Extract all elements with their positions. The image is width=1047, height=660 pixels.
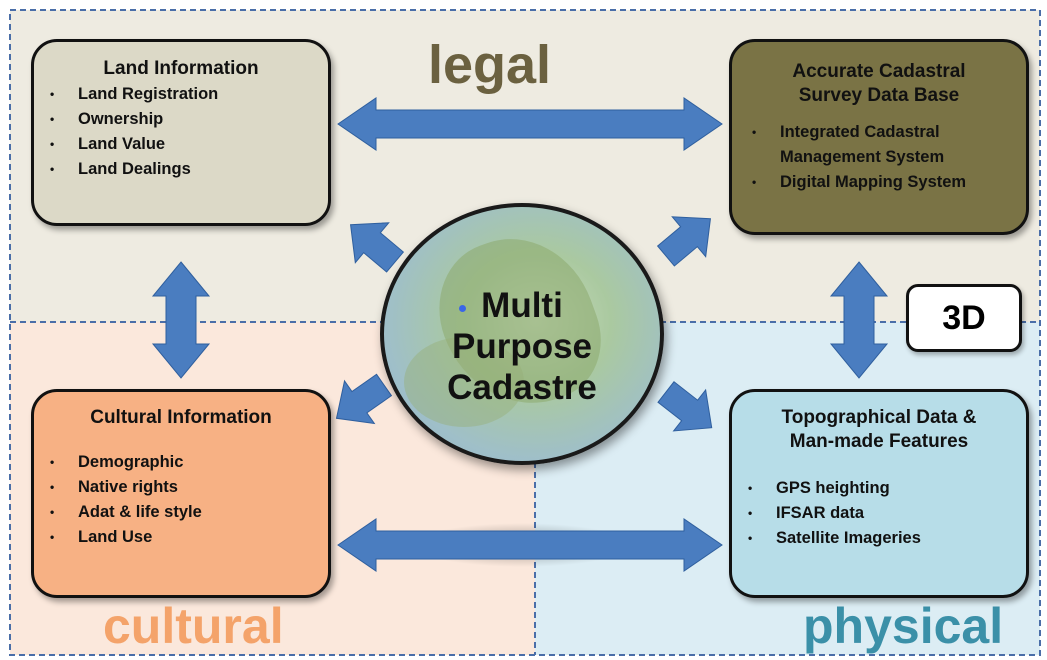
accurate-cadastral-box: Accurate Cadastral Survey Data Base Inte…: [729, 39, 1029, 235]
cultural-information-list: Demographic Native rights Adat & life st…: [48, 450, 328, 550]
arrow-bottom-horizontal: [337, 518, 723, 572]
title-line: Accurate Cadastral: [792, 61, 966, 82]
arrow-top-horizontal: [337, 97, 723, 151]
list-item: Digital Mapping System: [750, 170, 1026, 195]
arrow-right-vertical: [829, 261, 889, 379]
cultural-information-title: Cultural Information: [90, 407, 272, 428]
map-location-dot: [459, 305, 466, 312]
center-title: Multi Purpose Cadastre: [384, 285, 660, 408]
list-item: Adat & life style: [48, 500, 328, 525]
list-item: Native rights: [48, 475, 328, 500]
list-item: Ownership: [48, 107, 328, 132]
land-information-title: Land Information: [103, 58, 259, 79]
list-item: Land Dealings: [48, 157, 328, 182]
center-title-line: Cadastre: [447, 368, 597, 407]
cultural-label: cultural: [103, 598, 284, 654]
list-item: Demographic: [48, 450, 328, 475]
land-information-box: Land Information Land Registration Owner…: [31, 39, 331, 226]
topographical-box: Topographical Data & Man-made Features G…: [729, 389, 1029, 598]
physical-label: physical: [803, 598, 1004, 654]
arrow-diagonal-bottom-right: [657, 381, 713, 432]
outer-dashed-border: [9, 9, 1041, 656]
center-title-line: Purpose: [451, 327, 593, 366]
arrow-diagonal-bottom-left: [335, 373, 393, 425]
legal-label: legal: [428, 35, 552, 95]
list-item: GPS heighting: [746, 476, 1026, 501]
center-title-line: Multi: [481, 286, 563, 325]
topographical-list: GPS heighting IFSAR data Satellite Image…: [746, 476, 1026, 551]
map-landmass: [404, 337, 524, 427]
list-item: Land Value: [48, 132, 328, 157]
title-line: Survey Data Base: [798, 84, 960, 106]
arrow-left-vertical: [151, 261, 211, 379]
title-line: Topographical Data &: [781, 407, 977, 428]
cultural-information-box: Cultural Information Demographic Native …: [31, 389, 331, 598]
list-item: Land Registration: [48, 82, 328, 107]
list-item: Satellite Imageries: [746, 526, 1026, 551]
land-information-list: Land Registration Ownership Land Value L…: [48, 82, 328, 182]
accurate-cadastral-title: Accurate Cadastral Survey Data Base: [732, 60, 1026, 108]
title-line: Man-made Features: [789, 430, 969, 452]
arrow-diagonal-top-right: [656, 216, 711, 267]
accurate-cadastral-list: Integrated Cadastral Management System D…: [750, 120, 1026, 195]
topographical-title: Topographical Data & Man-made Features: [732, 406, 1026, 454]
center-map-circle: Multi Purpose Cadastre: [380, 203, 664, 465]
list-item: Integrated Cadastral Management System: [750, 120, 990, 170]
3d-badge: 3D: [906, 284, 1022, 352]
list-item: Land Use: [48, 525, 328, 550]
list-item: IFSAR data: [746, 501, 1026, 526]
arrow-diagonal-top-left: [350, 222, 405, 273]
